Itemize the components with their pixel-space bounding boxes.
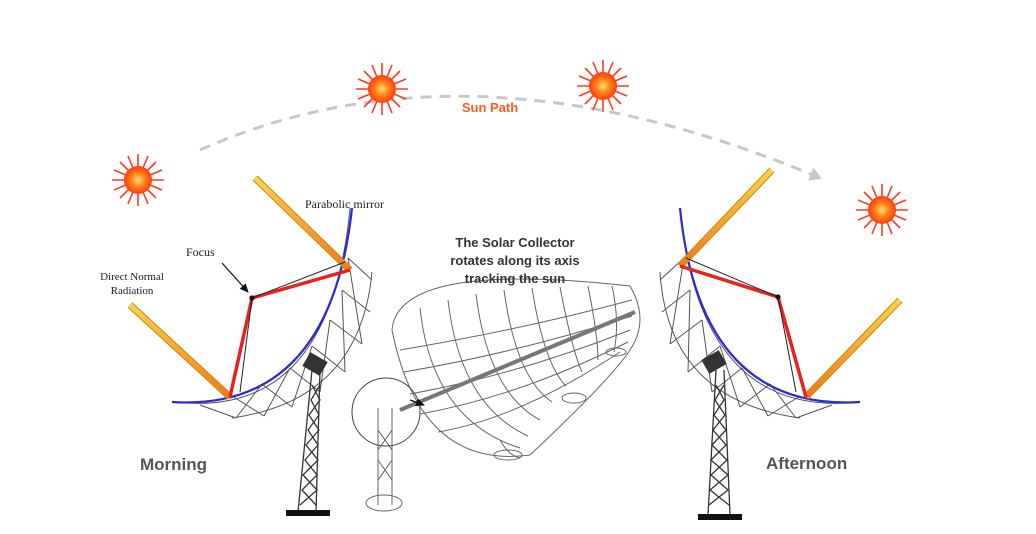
lattice-tower-icon <box>297 369 321 513</box>
sun-icon <box>355 62 409 116</box>
sun-path-label: Sun Path <box>462 100 518 115</box>
focus-point <box>775 294 781 300</box>
collector-caption-line3: tracking the sun <box>465 271 565 286</box>
mirror-truss <box>659 207 861 419</box>
collector-caption-line2: rotates along its axis <box>450 253 579 268</box>
afternoon-collector <box>659 167 903 520</box>
pivot-box <box>302 352 328 376</box>
reflected-ray <box>251 268 351 300</box>
parabolic-mirror-curve <box>171 207 354 404</box>
parabolic-trough-collector-icon <box>351 278 641 512</box>
focus-pointer <box>221 262 249 293</box>
sun-icon <box>855 183 909 237</box>
reflected-ray <box>776 296 808 398</box>
focus-label: Focus <box>186 245 215 259</box>
reflected-ray <box>679 264 779 299</box>
reflected-ray <box>228 297 254 398</box>
tower-base <box>286 510 330 516</box>
mirror-truss <box>174 207 373 419</box>
incoming-ray <box>253 176 352 272</box>
sun-icon <box>576 59 630 113</box>
direct-normal-radiation-label: Direct Normal <box>100 271 164 283</box>
morning-label: Morning <box>140 455 207 474</box>
lattice-tower-icon <box>707 369 731 516</box>
morning-collector <box>127 175 373 516</box>
incoming-ray <box>128 303 232 399</box>
direct-normal-radiation-label-2: Radiation <box>111 285 154 297</box>
tower-base <box>698 514 742 520</box>
focus-point <box>249 295 255 301</box>
incoming-ray <box>804 298 902 399</box>
afternoon-label: Afternoon <box>766 454 847 473</box>
incoming-ray <box>678 168 774 268</box>
sun-icon <box>111 153 165 207</box>
pivot-box <box>701 350 727 374</box>
parabolic-mirror-label: Parabolic mirror <box>305 197 384 211</box>
collector-caption-line1: The Solar Collector <box>455 235 574 250</box>
sun-path-arrow <box>199 94 822 181</box>
